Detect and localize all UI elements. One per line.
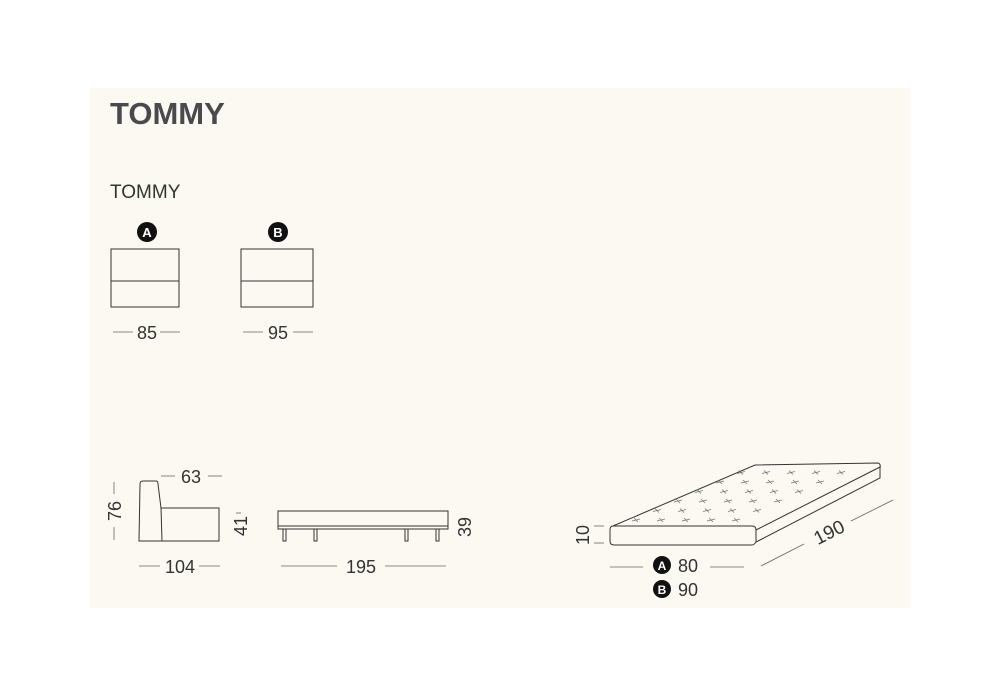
- tuft-mark: [794, 489, 804, 494]
- tuft-mark: [773, 498, 783, 504]
- tuft-mark: [715, 479, 725, 485]
- tuft-mark: [752, 508, 762, 513]
- tuft-mark: [761, 470, 771, 475]
- thickness-dim: 10: [573, 525, 593, 545]
- tuft-mark: [744, 489, 754, 494]
- tuft-mark: [673, 498, 683, 504]
- tuft-mark: [727, 508, 737, 513]
- badge-a-icon: [653, 556, 671, 574]
- armchair-top-view: [240, 248, 314, 308]
- seat-depth-dim: 63: [181, 467, 201, 487]
- armchair-top-view: [110, 248, 180, 308]
- mattress-width-a: 80: [678, 556, 698, 576]
- badge-b-label: B: [273, 225, 282, 240]
- tuft-mark: [719, 489, 729, 494]
- tuft-mark: [836, 470, 846, 475]
- tufting-pattern: [631, 470, 846, 523]
- width-a: 85: [137, 323, 157, 343]
- tuft-mark: [790, 479, 800, 485]
- seat-height-dim: 41: [231, 516, 251, 536]
- tuft-mark: [706, 517, 716, 523]
- page-title: TOMMY: [110, 96, 225, 131]
- tuft-mark: [723, 498, 733, 504]
- section-title: TOMMY: [110, 182, 181, 203]
- width-b: 95: [268, 323, 288, 343]
- tuft-mark: [631, 517, 641, 523]
- front-view: 195 39: [277, 510, 475, 577]
- badge-b-label: B: [658, 583, 667, 597]
- tuft-mark: [681, 517, 691, 523]
- tuft-mark: [786, 470, 796, 475]
- side-view: 63 76 41 104: [105, 467, 251, 577]
- badge-a-label: A: [142, 225, 152, 240]
- variant-b: B 95: [240, 222, 314, 343]
- tuft-mark: [740, 479, 750, 485]
- tuft-mark: [811, 470, 821, 475]
- badge-b-icon: [268, 222, 288, 242]
- tuft-mark: [731, 517, 741, 523]
- tuft-mark: [656, 517, 666, 523]
- badge-a-icon: [137, 222, 157, 242]
- badge-b-icon: [653, 580, 671, 598]
- height-dim: 76: [105, 501, 125, 521]
- tuft-mark: [736, 470, 746, 475]
- tuft-mark: [815, 479, 825, 485]
- length-dim: 195: [346, 557, 376, 577]
- front-height-dim: 39: [455, 517, 475, 537]
- tuft-mark: [652, 508, 662, 513]
- tuft-mark: [677, 508, 687, 513]
- mattress-view: 10 190 A 80 B 90: [573, 462, 894, 600]
- tuft-mark: [694, 489, 704, 494]
- badge-a-label: A: [658, 559, 667, 573]
- mattress-width-b: 90: [678, 580, 698, 600]
- tuft-mark: [748, 498, 758, 504]
- tuft-mark: [769, 489, 779, 494]
- mattress-length-dim: 190: [811, 517, 849, 550]
- tuft-mark: [698, 498, 708, 504]
- variant-a: A 85: [110, 222, 180, 343]
- tuft-mark: [765, 479, 775, 485]
- depth-dim: 104: [165, 557, 195, 577]
- tuft-mark: [702, 508, 712, 513]
